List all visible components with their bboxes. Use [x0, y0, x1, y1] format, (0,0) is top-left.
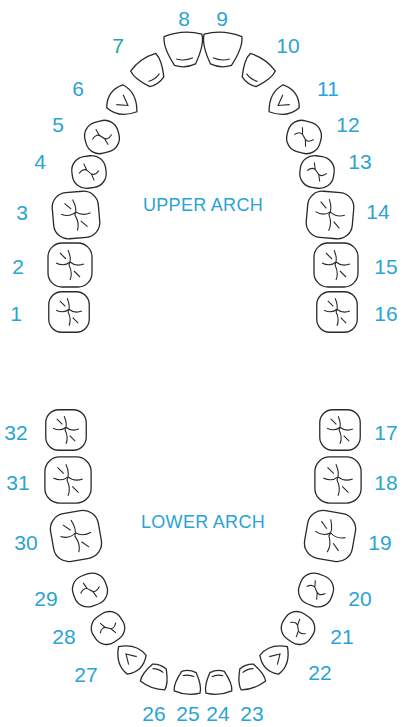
tooth-number: 31: [6, 472, 29, 493]
tooth-number: 25: [176, 703, 199, 724]
tooth-number: 11: [317, 78, 339, 99]
tooth-number: 13: [348, 151, 371, 172]
tooth-number: 6: [72, 78, 84, 99]
tooth-number: 26: [142, 703, 165, 724]
tooth-number: 19: [368, 532, 391, 553]
tooth-number: 5: [52, 114, 64, 135]
tooth-number: 22: [308, 662, 331, 683]
tooth-number: 14: [366, 201, 389, 222]
tooth-number: 23: [240, 703, 263, 724]
tooth-number: 15: [374, 256, 397, 277]
tooth-number: 9: [216, 8, 228, 29]
tooth-number: 27: [74, 664, 97, 685]
tooth-number: 10: [276, 35, 299, 56]
tooth-number: 17: [374, 422, 397, 443]
arch-label: LOWER ARCH: [141, 513, 265, 531]
arch-label: UPPER ARCH: [143, 196, 263, 214]
tooth-number: 32: [4, 422, 27, 443]
tooth-number: 2: [12, 256, 24, 277]
tooth-number: 18: [374, 472, 397, 493]
tooth-number: 8: [178, 8, 190, 29]
tooth-number: 30: [14, 532, 37, 553]
tooth-number: 12: [336, 114, 359, 135]
tooth-number: 21: [330, 626, 353, 647]
tooth-number: 29: [34, 588, 57, 609]
tooth-number: 20: [348, 588, 371, 609]
tooth-number: 1: [10, 303, 22, 324]
tooth-number: 7: [112, 35, 124, 56]
tooth-number: 24: [206, 703, 229, 724]
tooth-number: 4: [34, 151, 46, 172]
tooth-number: 3: [16, 202, 28, 223]
tooth-number: 16: [374, 303, 397, 324]
tooth-number: 28: [52, 626, 75, 647]
